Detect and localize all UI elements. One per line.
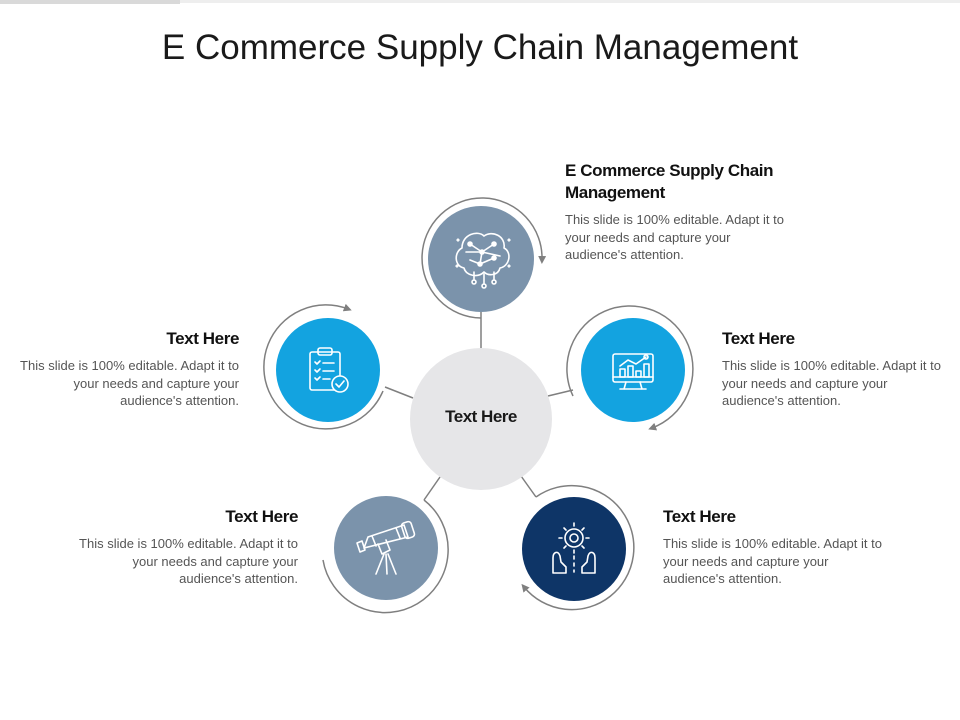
center-circle — [410, 348, 552, 490]
heading: Text Here — [225, 507, 298, 526]
telescope-icon — [356, 520, 416, 575]
slide-title: E Commerce Supply Chain Management — [161, 28, 799, 67]
arc-right — [566, 305, 694, 431]
description: This slide is 100% editable. Adapt it to… — [20, 358, 239, 408]
cycle-arcs — [263, 197, 694, 614]
arc-bottom-right — [521, 484, 635, 611]
heading: E Commerce Supply Chain Management — [565, 161, 774, 202]
connector-lines — [384, 312, 574, 501]
text-block-bottom-left: Text Here This slide is 100% editable. A… — [73, 506, 298, 588]
heading: Text Here — [663, 507, 736, 526]
top-accent-bar — [0, 0, 180, 4]
node-circle-bottom-right — [522, 497, 626, 601]
hands-lightbulb-gear-icon — [552, 522, 596, 574]
description: This slide is 100% editable. Adapt it to… — [663, 536, 882, 586]
arc-left — [263, 303, 384, 430]
text-block-top: E Commerce Supply Chain Management This … — [565, 160, 795, 264]
arc-bottom-left — [322, 499, 449, 614]
clipboard-checklist-icon — [309, 347, 349, 393]
center-label: Text Here — [445, 407, 517, 426]
monitor-chart-icon — [612, 353, 654, 390]
node-circle-left — [276, 318, 380, 422]
description: This slide is 100% editable. Adapt it to… — [79, 536, 298, 586]
text-block-bottom-right: Text Here This slide is 100% editable. A… — [663, 506, 888, 588]
heading: Text Here — [166, 329, 239, 348]
heading: Text Here — [722, 329, 795, 348]
description: This slide is 100% editable. Adapt it to… — [565, 212, 784, 262]
top-divider-line — [180, 0, 960, 3]
text-block-right: Text Here This slide is 100% editable. A… — [722, 328, 947, 410]
description: This slide is 100% editable. Adapt it to… — [722, 358, 941, 408]
arc-top — [421, 197, 547, 319]
text-block-left: Text Here This slide is 100% editable. A… — [14, 328, 239, 410]
node-circle-bottom-left — [334, 496, 438, 600]
brain-network-icon — [455, 232, 511, 289]
